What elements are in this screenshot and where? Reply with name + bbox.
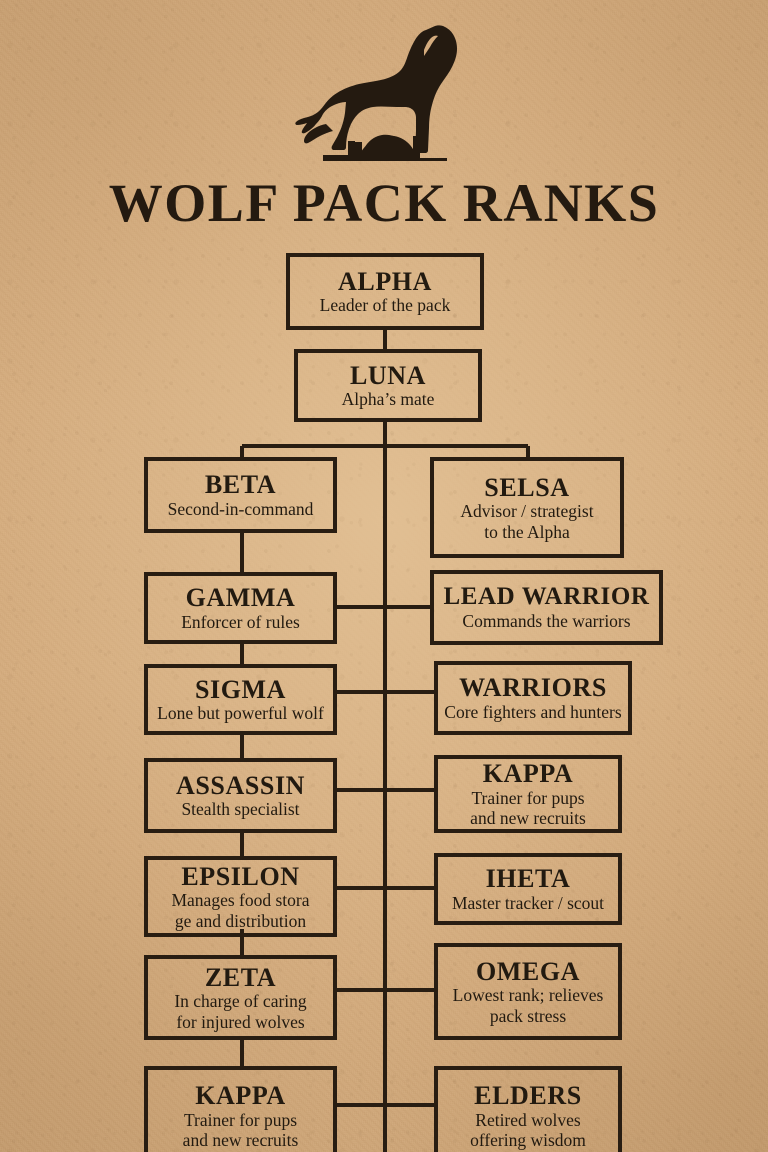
node-iheta[interactable]: IHETA Master tracker / scout: [434, 853, 622, 925]
node-rank-label: EPSILON: [181, 861, 300, 891]
node-desc-line1: Retired wolves: [475, 1109, 581, 1130]
node-desc-line2: offering wisdom: [470, 1130, 586, 1151]
node-rank-label: LUNA: [349, 360, 427, 390]
node-desc-line1: Leader of the pack: [319, 295, 451, 316]
node-rank-label: ASSASSIN: [175, 770, 306, 800]
node-desc-line1: Manages food stora: [171, 890, 310, 911]
node-desc-line1: Lowest rank; relieves: [452, 985, 604, 1006]
node-desc-line1: Alpha’s mate: [341, 389, 435, 410]
node-rank-label: OMEGA: [475, 956, 581, 986]
node-kappa-bottom[interactable]: KAPPA Trainer for pups and new recruits: [144, 1066, 337, 1152]
poster-header: WOLF PACK RANKS: [0, 24, 768, 230]
node-rank-label: SIGMA: [194, 674, 287, 704]
node-rank-label: KAPPA: [482, 759, 574, 789]
node-desc-line2: pack stress: [489, 1005, 567, 1026]
page-title: WOLF PACK RANKS: [108, 173, 660, 233]
node-rank-label: KAPPA: [195, 1081, 286, 1111]
node-zeta[interactable]: ZETA In charge of caring for injured wol…: [144, 955, 337, 1040]
node-desc-line1: Advisor / strategist: [460, 501, 594, 522]
node-rank-label: ELDERS: [474, 1081, 582, 1111]
node-desc-line2: to the Alpha: [484, 521, 570, 542]
node-desc-line1: Trainer for pups: [183, 1109, 298, 1130]
node-beta[interactable]: BETA Second-in-command: [144, 457, 337, 533]
node-kappa-right[interactable]: KAPPA Trainer for pups and new recruits: [434, 755, 622, 833]
node-desc-line1: Stealth specialist: [181, 799, 300, 820]
node-elders[interactable]: ELDERS Retired wolves offering wisdom: [434, 1066, 622, 1152]
node-rank-label: BETA: [204, 470, 277, 500]
node-desc-line1: Master tracker / scout: [451, 892, 605, 913]
node-desc-line1: Commands the warriors: [462, 610, 631, 631]
node-desc-line2: ge and distribution: [174, 910, 307, 931]
node-rank-label: ZETA: [204, 962, 277, 992]
node-desc-line2: and new recruits: [470, 808, 586, 829]
node-lead-warrior[interactable]: LEAD WARRIOR Commands the warriors: [430, 570, 663, 645]
node-epsilon[interactable]: EPSILON Manages food stora ge and distri…: [144, 856, 337, 937]
node-luna[interactable]: LUNA Alpha’s mate: [294, 349, 482, 422]
node-desc-line2: and new recruits: [182, 1130, 299, 1151]
node-desc-line1: Second-in-command: [167, 498, 314, 519]
node-sigma[interactable]: SIGMA Lone but powerful wolf: [144, 664, 337, 735]
node-assassin[interactable]: ASSASSIN Stealth specialist: [144, 758, 337, 833]
node-desc-line1: In charge of caring: [174, 991, 307, 1012]
node-rank-label: WARRIORS: [459, 673, 607, 703]
node-desc-line1: Lone but powerful wolf: [157, 703, 324, 724]
node-desc-line1: Core fighters and hunters: [444, 701, 622, 722]
node-warriors[interactable]: WARRIORS Core fighters and hunters: [434, 661, 632, 735]
node-selsa[interactable]: SELSA Advisor / strategist to the Alpha: [430, 457, 624, 558]
node-alpha[interactable]: ALPHA Leader of the pack: [286, 253, 484, 330]
node-rank-label: ALPHA: [338, 266, 432, 296]
node-desc-line1: Trainer for pups: [471, 787, 585, 808]
node-desc-line1: Enforcer of rules: [181, 611, 300, 632]
node-omega[interactable]: OMEGA Lowest rank; relieves pack stress: [434, 943, 622, 1040]
node-rank-label: GAMMA: [185, 583, 296, 613]
node-gamma[interactable]: GAMMA Enforcer of rules: [144, 572, 337, 644]
node-rank-label: SELSA: [484, 472, 570, 502]
node-rank-label: IHETA: [485, 864, 571, 894]
node-rank-label: LEAD WARRIOR: [443, 583, 650, 611]
node-desc-line2: for injured wolves: [176, 1011, 305, 1032]
howling-wolf-silhouette-icon: [295, 25, 457, 161]
